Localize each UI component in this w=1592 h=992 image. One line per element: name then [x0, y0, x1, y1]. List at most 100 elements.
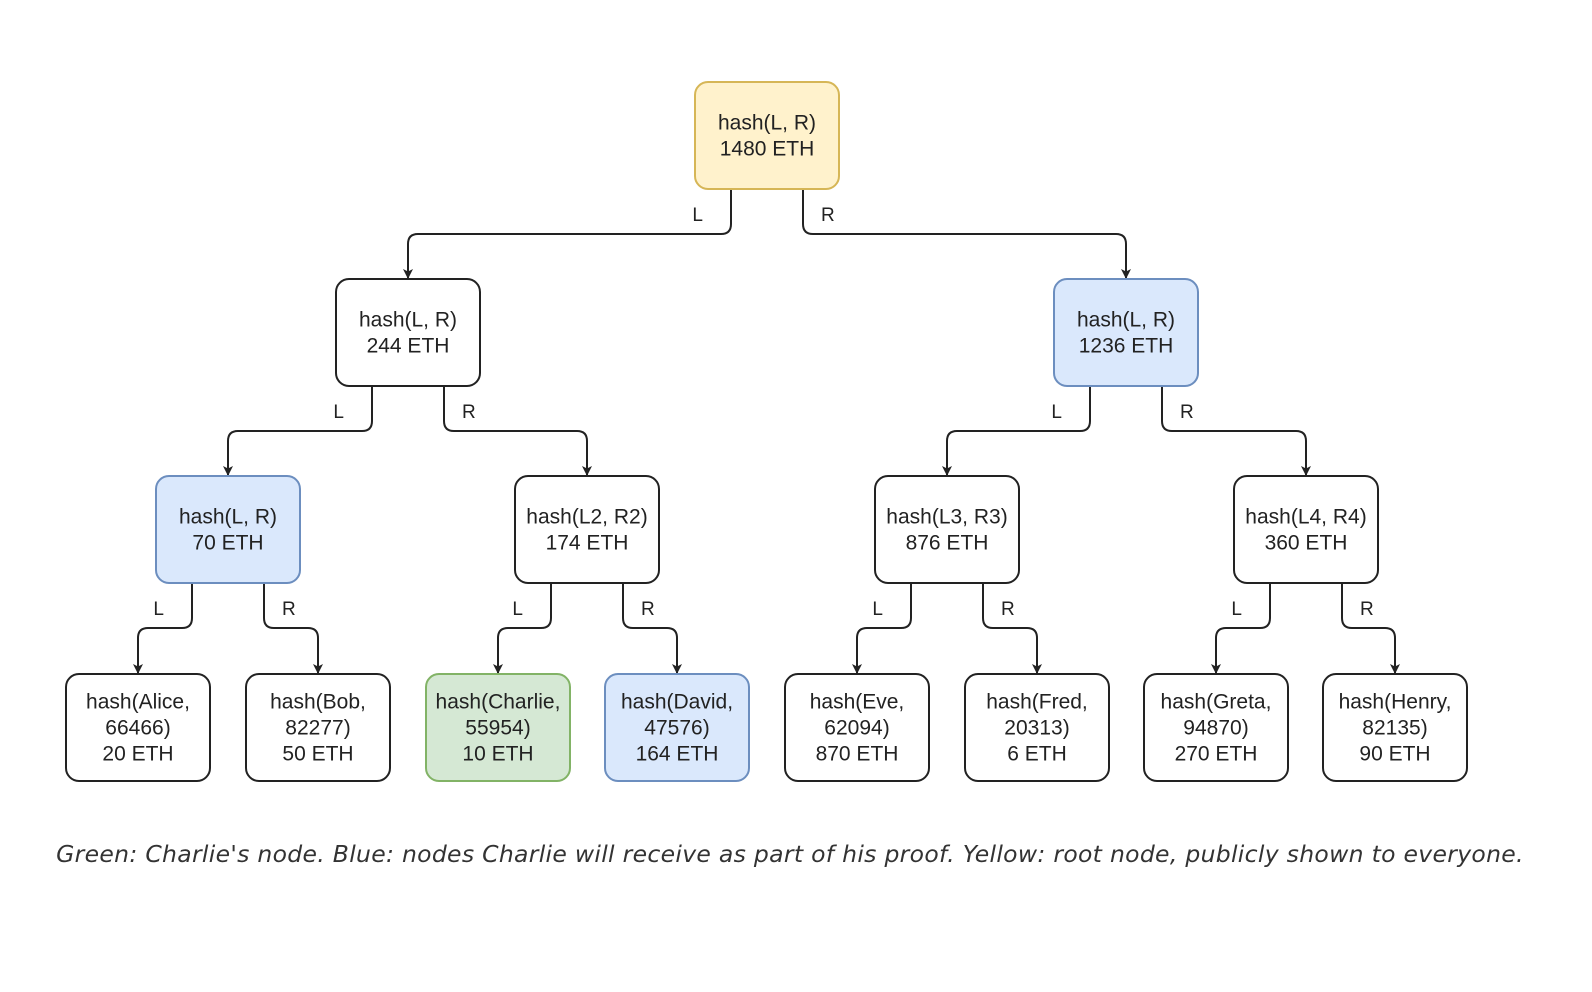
tree-node-bob: hash(Bob, 82277) 50 ETH	[245, 673, 391, 782]
node-text-line: 6 ETH	[1007, 743, 1067, 766]
tree-node-n6: hash(L4, R4) 360 ETH	[1233, 475, 1379, 584]
node-text-line: hash(Charlie,	[436, 691, 561, 714]
node-box	[425, 673, 571, 782]
node-text-line: 244 ETH	[367, 335, 450, 358]
tree-node-root: hash(L, R) 1480 ETH	[694, 81, 840, 190]
tree-node-n4: hash(L2, R2) 174 ETH	[514, 475, 660, 584]
edge-n5-fred	[982, 583, 1042, 674]
edge-label-right: R	[1360, 599, 1374, 620]
node-box	[514, 475, 660, 584]
node-text-line: 20313)	[1004, 717, 1069, 740]
node-text-line: 270 ETH	[1175, 743, 1258, 766]
tree-node-n5: hash(L3, R3) 876 ETH	[874, 475, 1020, 584]
node-text-line: 174 ETH	[546, 532, 629, 555]
node-text-line: hash(David,	[621, 691, 733, 714]
node-text-line: hash(L2, R2)	[526, 506, 647, 529]
edge-n6-henry	[1341, 583, 1400, 674]
node-text-line: 94870)	[1183, 717, 1248, 740]
node-text-line: hash(Alice,	[86, 691, 190, 714]
edge-n2-n6	[1161, 386, 1311, 476]
node-text-line: 82135)	[1362, 717, 1427, 740]
tree-node-greta: hash(Greta, 94870) 270 ETH	[1143, 673, 1289, 782]
tree-node-henry: hash(Henry, 82135) 90 ETH	[1322, 673, 1468, 782]
node-text-line: hash(Greta,	[1161, 691, 1272, 714]
node-text-line: hash(Fred,	[986, 691, 1088, 714]
tree-node-alice: hash(Alice, 66466) 20 ETH	[65, 673, 211, 782]
edge-label-right: R	[282, 599, 296, 620]
node-box	[155, 475, 301, 584]
node-text-line: hash(L4, R4)	[1245, 506, 1366, 529]
edge-label-right: R	[641, 599, 655, 620]
node-text-line: hash(Bob,	[270, 691, 366, 714]
node-box	[335, 278, 481, 387]
node-text-line: hash(Eve,	[810, 691, 905, 714]
node-text-line: 55954)	[465, 717, 530, 740]
node-box	[1233, 475, 1379, 584]
node-box	[874, 475, 1020, 584]
node-text-line: hash(L3, R3)	[886, 506, 1007, 529]
edge-n3-alice	[133, 583, 193, 674]
edge-root-n2	[802, 189, 1131, 279]
node-text-line: hash(L, R)	[1077, 309, 1175, 332]
edge-label-left: L	[1051, 402, 1062, 423]
node-box	[604, 673, 750, 782]
node-box	[1053, 278, 1199, 387]
tree-node-david: hash(David, 47576) 164 ETH	[604, 673, 750, 782]
edge-n2-n5	[942, 386, 1091, 476]
node-text-line: 62094)	[824, 717, 889, 740]
node-text-line: 50 ETH	[282, 743, 353, 766]
edge-n4-charlie	[493, 583, 552, 674]
node-box	[245, 673, 391, 782]
tree-node-n1: hash(L, R) 244 ETH	[335, 278, 481, 387]
node-text-line: 360 ETH	[1265, 532, 1348, 555]
node-box	[65, 673, 211, 782]
node-box	[964, 673, 1110, 782]
edge-label-left: L	[512, 599, 523, 620]
node-text-line: hash(L, R)	[359, 309, 457, 332]
tree-node-fred: hash(Fred, 20313) 6 ETH	[964, 673, 1110, 782]
node-text-line: 90 ETH	[1359, 743, 1430, 766]
edge-label-left: L	[872, 599, 883, 620]
tree-node-n3: hash(L, R) 70 ETH	[155, 475, 301, 584]
node-text-line: 70 ETH	[192, 532, 263, 555]
node-text-line: 1480 ETH	[720, 138, 815, 161]
edge-root-n1	[403, 189, 732, 279]
edge-label-left: L	[692, 205, 703, 226]
node-text-line: 1236 ETH	[1079, 335, 1174, 358]
node-box	[1143, 673, 1289, 782]
node-text-line: 164 ETH	[636, 743, 719, 766]
edge-label-right: R	[821, 205, 835, 226]
node-text-line: 876 ETH	[906, 532, 989, 555]
node-text-line: 870 ETH	[816, 743, 899, 766]
edge-n3-bob	[263, 583, 323, 674]
node-text-line: 66466)	[105, 717, 170, 740]
edge-n6-greta	[1211, 583, 1271, 674]
tree-node-charlie: hash(Charlie, 55954) 10 ETH	[425, 673, 571, 782]
node-text-line: 10 ETH	[462, 743, 533, 766]
tree-node-eve: hash(Eve, 62094) 870 ETH	[784, 673, 930, 782]
edge-n4-david	[622, 583, 682, 674]
node-box	[694, 81, 840, 190]
edge-n5-eve	[852, 583, 912, 674]
edge-label-right: R	[462, 402, 476, 423]
node-text-line: hash(L, R)	[718, 112, 816, 135]
edge-label-left: L	[1231, 599, 1242, 620]
edge-label-left: L	[333, 402, 344, 423]
edge-label-left: L	[153, 599, 164, 620]
node-box	[1322, 673, 1468, 782]
edge-label-right: R	[1180, 402, 1194, 423]
node-text-line: hash(Henry,	[1339, 691, 1452, 714]
tree-node-n2: hash(L, R) 1236 ETH	[1053, 278, 1199, 387]
figure-caption: Green: Charlie's node. Blue: nodes Charl…	[56, 840, 1524, 868]
node-text-line: 47576)	[644, 717, 709, 740]
node-box	[784, 673, 930, 782]
edges-layer: L R L R L R L R L R L R L R	[133, 189, 1400, 674]
node-text-line: 82277)	[285, 717, 350, 740]
edge-label-right: R	[1001, 599, 1015, 620]
node-text-line: 20 ETH	[102, 743, 173, 766]
node-text-line: hash(L, R)	[179, 506, 277, 529]
edge-n1-n3	[223, 386, 373, 476]
